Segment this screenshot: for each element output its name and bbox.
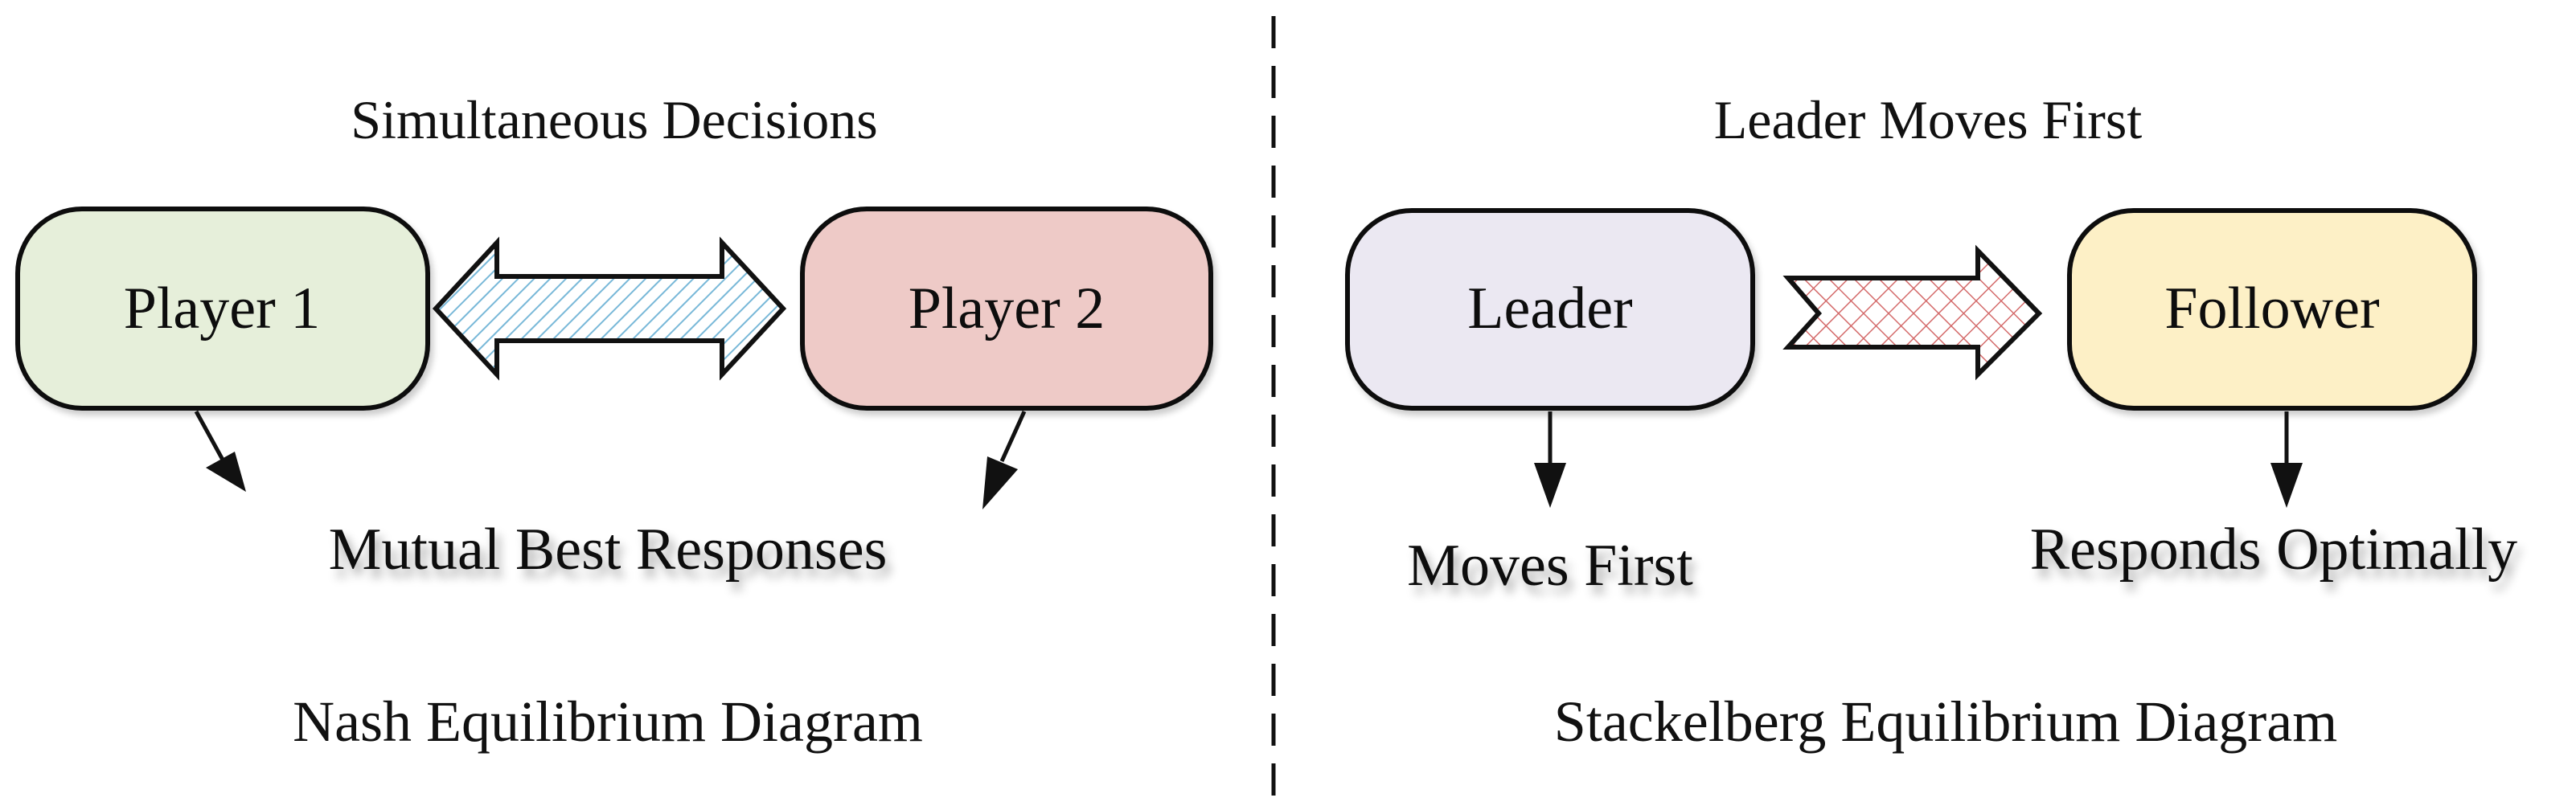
player1-label: Player 1	[124, 276, 321, 342]
player1-box	[15, 207, 430, 411]
player2-node: Player 2	[800, 207, 1213, 411]
follower-box	[2067, 208, 2477, 411]
player1-node: Player 1	[15, 207, 430, 411]
stackelberg-caption: Stackelberg Equilibrium Diagram	[1554, 689, 2337, 754]
player2-box	[800, 207, 1213, 411]
player1-to-outcome-arrow	[194, 410, 246, 492]
stackelberg-panel: Leader Moves First Leader Follower Moves…	[1345, 89, 2517, 754]
leader-note-label: Moves First	[1407, 533, 1693, 599]
leader-label: Leader	[1467, 276, 1632, 342]
nash-outcome-label: Mutual Best Responses	[329, 517, 888, 583]
mutual-interaction-double-arrow	[432, 236, 787, 381]
leader-box	[1345, 208, 1755, 411]
nash-caption: Nash Equilibrium Diagram	[293, 689, 923, 754]
follower-node: Follower	[2067, 208, 2477, 411]
nash-panel: Simultaneous Decisions Player 1 Player 2…	[15, 89, 1213, 754]
nash-heading: Simultaneous Decisions	[351, 89, 877, 150]
stackelberg-heading: Leader Moves First	[1714, 89, 2143, 150]
follower-down-arrow	[2270, 411, 2303, 508]
player2-to-outcome-arrow	[982, 410, 1027, 509]
follower-note-label: Responds Optimally	[2030, 517, 2517, 583]
follower-label: Follower	[2164, 276, 2379, 342]
player2-label: Player 2	[909, 276, 1105, 342]
leader-node: Leader	[1345, 208, 1755, 411]
leader-down-arrow	[1534, 411, 1566, 508]
leader-to-follower-arrow	[1782, 244, 2043, 381]
